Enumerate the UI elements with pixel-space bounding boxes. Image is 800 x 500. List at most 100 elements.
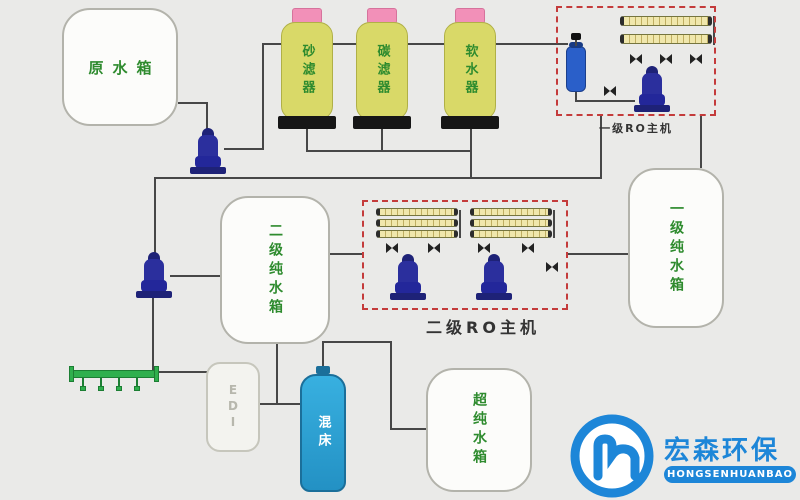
pipe-segment bbox=[206, 102, 208, 132]
ultrapure-water-tank: 超纯水箱 bbox=[426, 368, 532, 492]
pump-body bbox=[198, 135, 218, 161]
pipe-segment bbox=[322, 341, 324, 375]
ro2-membrane-vessel bbox=[376, 219, 458, 227]
pump-base bbox=[634, 105, 670, 112]
pipe-segment bbox=[170, 275, 220, 277]
ultrapure-water-tank-label: 超纯水箱 bbox=[471, 392, 487, 468]
pump-dome bbox=[148, 252, 160, 261]
pump-base bbox=[476, 293, 512, 300]
manifold-flange bbox=[69, 366, 74, 382]
pump-base bbox=[390, 293, 426, 300]
edi-vessel: EDI bbox=[206, 362, 260, 452]
pipe-segment bbox=[276, 344, 278, 404]
pipe-segment bbox=[156, 371, 208, 373]
pump-base bbox=[190, 167, 226, 174]
sand-filter-base bbox=[278, 116, 336, 129]
manifold-outlet-tip bbox=[98, 386, 104, 391]
stage2-transfer-pump bbox=[136, 252, 172, 298]
raw-water-tank-label: 原水箱 bbox=[88, 58, 161, 77]
pump-volute bbox=[395, 282, 421, 294]
softener-filter: 软水器 bbox=[444, 22, 496, 120]
pump-dome bbox=[488, 254, 500, 263]
stage1-pure-water-tank: 一级纯水箱 bbox=[628, 168, 724, 328]
pump-body bbox=[642, 73, 662, 99]
carbon-filter-label: 碳滤器 bbox=[374, 44, 390, 98]
raw-water-tank: 原水箱 bbox=[62, 8, 178, 126]
pump-body bbox=[398, 261, 418, 287]
ro2-label: 二级RO主机 bbox=[426, 318, 540, 337]
manifold-outlet bbox=[118, 378, 120, 386]
pipe-segment bbox=[306, 128, 308, 150]
brand-logo-mark bbox=[570, 414, 654, 498]
ro2-membrane-vessel bbox=[376, 230, 458, 238]
pump-volute bbox=[639, 94, 665, 106]
manifold-flange bbox=[154, 366, 159, 382]
ro2-membrane-vessel bbox=[376, 208, 458, 216]
pipe-segment bbox=[178, 102, 208, 104]
pipe-segment bbox=[553, 210, 555, 238]
mixed-bed-label: 混床 bbox=[315, 415, 331, 451]
ro2-valve bbox=[386, 243, 398, 253]
pipe-segment bbox=[600, 114, 602, 177]
pipe-segment bbox=[152, 296, 154, 372]
ro2-membrane-vessel bbox=[470, 219, 552, 227]
pipe-segment bbox=[470, 128, 472, 150]
pipe-segment bbox=[224, 148, 264, 150]
sand-filter: 砂滤器 bbox=[281, 22, 333, 120]
pipe-segment bbox=[566, 253, 630, 255]
ro2-valve bbox=[522, 243, 534, 253]
raw-water-feed-pump bbox=[190, 128, 226, 174]
pipe-segment bbox=[306, 150, 472, 152]
pipe-segment bbox=[330, 253, 364, 255]
ro1-valve bbox=[690, 54, 702, 64]
ro2-high-pressure-pump-a bbox=[390, 254, 426, 300]
ro1-valve bbox=[660, 54, 672, 64]
carbon-filter-base bbox=[353, 116, 411, 129]
ro1-valve bbox=[604, 86, 616, 96]
manifold-outlet bbox=[82, 378, 84, 386]
pipe-segment bbox=[459, 210, 461, 238]
pump-base bbox=[136, 291, 172, 298]
brand-name-cn: 宏森环保 bbox=[664, 436, 781, 466]
pipe-segment bbox=[575, 100, 635, 102]
ro2-membrane-vessel bbox=[470, 230, 552, 238]
pipe-segment bbox=[333, 43, 358, 45]
pump-body bbox=[144, 259, 164, 285]
ro-stage1-box bbox=[556, 6, 716, 116]
pipe-segment bbox=[470, 150, 472, 177]
ro2-valve bbox=[478, 243, 490, 253]
pump-volute bbox=[141, 280, 167, 292]
stage2-pure-water-tank-label: 二级纯水箱 bbox=[267, 222, 283, 318]
softener-filter-label: 软水器 bbox=[462, 44, 478, 98]
pipe-segment bbox=[575, 40, 577, 46]
mixed-bed-column: 混床 bbox=[300, 374, 346, 492]
pump-volute bbox=[195, 156, 221, 168]
ro1-security-cartridge-filter bbox=[566, 42, 586, 92]
ro1-high-pressure-pump bbox=[634, 66, 670, 112]
pipe-segment bbox=[381, 128, 383, 150]
logo-swirl-icon bbox=[570, 414, 654, 498]
edi-vessel-label: EDI bbox=[226, 383, 240, 431]
pipe-segment bbox=[155, 177, 602, 179]
pump-dome bbox=[402, 254, 414, 263]
ro2-membrane-vessel bbox=[470, 208, 552, 216]
manifold-outlet-tip bbox=[116, 386, 122, 391]
carbon-filter: 碳滤器 bbox=[356, 22, 408, 120]
ro1-label: 一级RO主机 bbox=[599, 122, 673, 135]
pipe-segment bbox=[260, 403, 302, 405]
pipe-segment bbox=[322, 341, 392, 343]
manifold-outlet bbox=[136, 378, 138, 386]
pump-dome bbox=[202, 128, 214, 137]
pipe-segment bbox=[154, 177, 156, 254]
pipe-segment bbox=[575, 92, 577, 102]
brand-name-en: HONGSENHUANBAO bbox=[664, 466, 796, 483]
manifold-outlet-tip bbox=[80, 386, 86, 391]
pipe-segment bbox=[408, 43, 446, 45]
pipe-segment bbox=[700, 114, 702, 168]
sampling-manifold bbox=[72, 370, 156, 378]
softener-filter-base bbox=[441, 116, 499, 129]
ro2-high-pressure-pump-b bbox=[476, 254, 512, 300]
ro-stage2-box bbox=[362, 200, 568, 310]
mixed-bed-top-fitting bbox=[316, 366, 330, 374]
